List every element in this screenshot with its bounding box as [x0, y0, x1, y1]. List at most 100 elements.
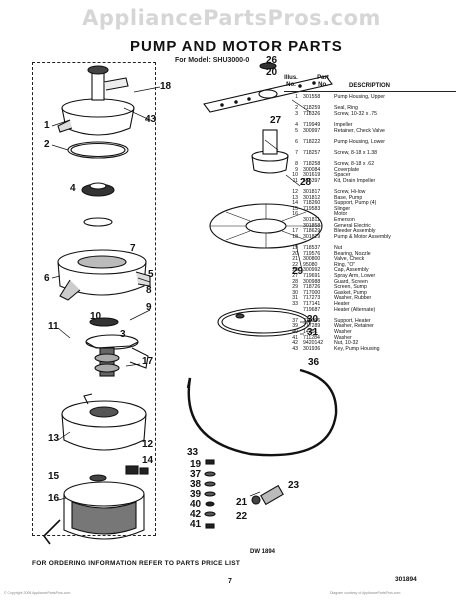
row-description: Spacer — [334, 172, 351, 179]
row-illus-no: 19 — [292, 245, 298, 252]
row-description: Pump Housing, Upper — [334, 94, 386, 100]
table-row: 719687 Heater (Alternate) — [284, 306, 460, 319]
row-description: Screen, Sump — [334, 284, 367, 291]
copyright-right: Diagram courtesy of AppliancePartsPros.c… — [330, 591, 401, 595]
motor — [42, 481, 145, 545]
row-description: General Electric — [334, 222, 371, 229]
row-description: Cap, Assembly — [334, 267, 369, 274]
row-illus-no: 22 — [292, 261, 298, 268]
lower-spray-arm — [203, 75, 333, 113]
row-description: Emerson — [334, 217, 355, 224]
row-illus-no: 5 — [295, 127, 298, 134]
callout-10: 10 — [90, 311, 102, 322]
row-part-no: 301829 — [303, 233, 321, 240]
row-illus-no: 40 — [292, 328, 298, 335]
callout-26: 26 — [266, 55, 278, 66]
row-description: Nut, 10-32 — [334, 340, 359, 347]
callout-30: 30 — [307, 314, 319, 325]
row-part-no: 300084 — [303, 166, 321, 173]
callout-18: 18 — [160, 81, 172, 92]
row-part-no: 301558 — [303, 94, 321, 100]
table-row: 18 301829 Pump & Motor Assembly — [284, 233, 460, 246]
col-illus-no: Illus. No. — [284, 75, 298, 88]
row-part-no: 300800 — [303, 256, 321, 263]
model-line: For Model: SHU3000-0 — [175, 57, 250, 64]
screen-guard — [251, 129, 289, 174]
row-description: Seal, Ring — [334, 105, 358, 112]
row-description: Pump & Motor Assembly — [334, 233, 391, 240]
callout-15: 15 — [48, 471, 60, 482]
callout-3: 3 — [120, 329, 126, 340]
row-illus-no: 12 — [292, 189, 298, 196]
col-part-no: Part No. — [317, 75, 329, 88]
callout-17: 17 — [142, 356, 154, 367]
callout-13: 13 — [48, 433, 60, 444]
row-description: Heater (Alternate) — [334, 306, 376, 313]
site-watermark: AppliancePartsPros.com — [82, 6, 381, 30]
row-part-no: 718537 — [303, 245, 321, 252]
row-illus-no: 28 — [292, 278, 298, 285]
row-description: Washer — [334, 328, 352, 335]
row-description: Support, Heater — [334, 317, 371, 324]
copyright-left: © Copyright 2008 AppliancePartsPros.com — [4, 591, 71, 595]
callout-36: 36 — [308, 357, 320, 368]
row-part-no: 719687 — [303, 306, 321, 313]
upper-pump-housing — [57, 65, 135, 136]
table-row: 37 717096 Support, Heater — [284, 317, 460, 325]
row-illus-no: 33 — [292, 300, 298, 307]
row-description: Heater — [334, 300, 350, 307]
row-illus-no: 1 — [295, 94, 298, 100]
row-description: Coverplate — [334, 166, 360, 173]
header-rule — [284, 91, 456, 92]
callout-16: 16 — [48, 493, 60, 504]
row-description: Retainer, Check Valve — [334, 127, 385, 134]
table-row: 2 718259 Seal, Ring — [284, 106, 460, 112]
row-part-no: 717289 — [303, 323, 321, 330]
row-part-no: 300988 — [303, 278, 321, 285]
row-illus-no: 11 — [292, 177, 298, 184]
parts-table: 1 301558 Pump Housing, Upper 2 718259 Seal, R… — [284, 94, 460, 353]
row-illus-no: 2 — [295, 105, 298, 112]
row-part-no: 717273 — [303, 295, 321, 302]
table-row: 1 301558 Pump Housing, Upper — [284, 94, 460, 106]
row-illus-no: 21 — [292, 256, 298, 263]
row-illus-no: 14 — [292, 200, 298, 207]
check-valve-retainer — [83, 217, 113, 227]
table-row: 33 717141 Heater — [284, 300, 460, 308]
pump-motor-assembly-outline — [32, 62, 156, 536]
lower-pump-housing — [57, 249, 151, 301]
row-description: Screw, 8-18 x 1.38 — [334, 149, 377, 156]
callout-27: 27 — [270, 115, 282, 126]
row-part-no: 719949 — [303, 121, 321, 128]
callout-14: 14 — [142, 455, 154, 466]
row-part-no: 301619 — [303, 172, 321, 179]
table-row: 19 718537 Nut — [284, 245, 460, 252]
row-illus-no: 10 — [292, 172, 298, 179]
callout-2: 2 — [44, 139, 50, 150]
row-part-no: 718259 — [303, 105, 321, 112]
row-description: Ring, "O" — [334, 261, 356, 268]
row-description: Kit, Drain Impeller — [334, 177, 376, 184]
row-illus-no: 37 — [292, 317, 298, 324]
row-part-no: 717096 — [303, 317, 321, 324]
row-illus-no: 18 — [292, 233, 298, 240]
callout-39: 39 — [190, 489, 202, 500]
row-description: Nut — [334, 245, 343, 252]
table-row: 10 301619 Spacer — [284, 173, 460, 179]
row-illus-no: 41 — [292, 334, 298, 341]
row-part-no: 300992 — [303, 267, 321, 274]
row-part-no: 717141 — [303, 300, 321, 307]
